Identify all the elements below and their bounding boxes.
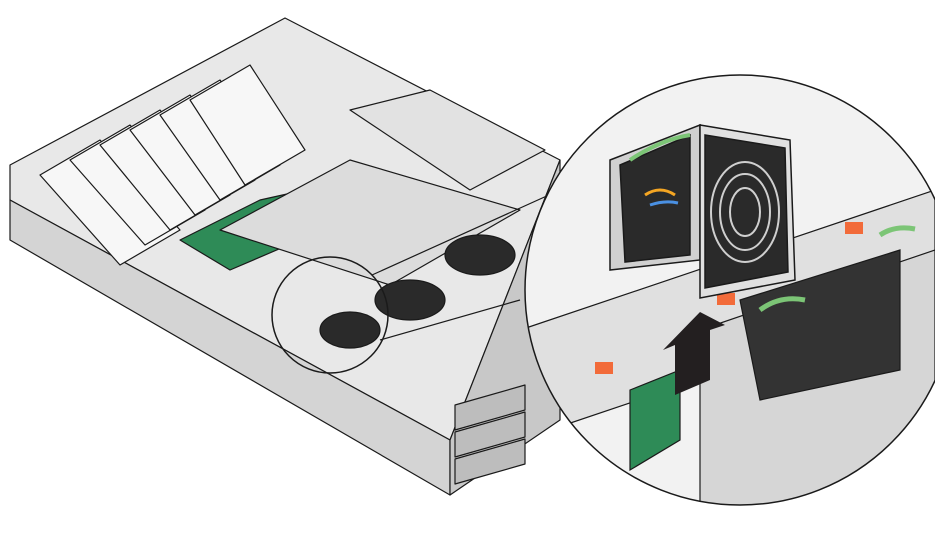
fan-modules (319, 234, 516, 349)
fan-module (609, 123, 796, 299)
drive-bays (454, 384, 526, 485)
pcie-cards (39, 64, 306, 266)
callout-small-circle (271, 256, 389, 374)
server-chassis (9, 17, 561, 496)
air-duct (219, 159, 521, 286)
lift-arrow-icon (663, 312, 725, 395)
fan-slot (739, 249, 901, 401)
fru-label-icon (595, 362, 613, 374)
fan-grill-icon (710, 161, 780, 263)
